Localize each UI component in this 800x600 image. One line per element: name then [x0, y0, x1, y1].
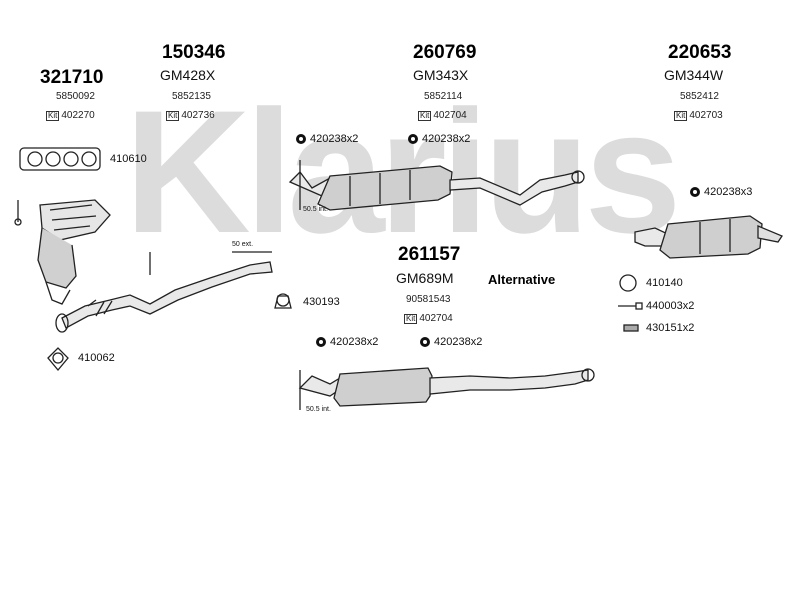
model-261157: GM689M [396, 270, 454, 286]
part-number-150346: 150346 [162, 42, 226, 63]
manifold-catalyst-drawing [14, 199, 111, 305]
oem-number-260769: 5852114 [424, 91, 463, 102]
front-pipe-drawing [55, 251, 273, 333]
accessory-420238-mid-left: 420238x2 [316, 336, 378, 348]
accessory-430151: 430151x2 [646, 322, 695, 334]
clamp-bullet-icon [296, 134, 306, 144]
oem-number-321710: 5850092 [56, 91, 95, 102]
centre-silencer-drawing [288, 160, 585, 211]
kit-icon: Kit [674, 110, 688, 121]
ring-drawing [619, 274, 637, 292]
part-number-261157: 261157 [398, 244, 461, 265]
manifold-gasket-drawing [19, 147, 101, 171]
model-220653: GM344W [664, 67, 724, 83]
accessory-420238-top-right: 420238x2 [408, 133, 470, 145]
note-50-5-int-top: 50.5 int. [303, 206, 328, 213]
flange-gasket-drawing [47, 347, 69, 372]
kit-icon: Kit [404, 313, 418, 324]
accessory-440003: 440003x2 [646, 300, 695, 312]
clamp-bullet-icon [420, 337, 430, 347]
accessory-420238-mid-right: 420238x2 [420, 336, 482, 348]
model-260769: GM343X [413, 67, 469, 83]
accessory-420238-top-left: 420238x2 [296, 133, 358, 145]
oem-number-150346: 5852135 [172, 91, 211, 102]
part-number-260769: 260769 [413, 42, 477, 63]
alternative-silencer-drawing [298, 367, 595, 410]
bolt-drawing [618, 302, 643, 310]
oem-number-261157: 90581543 [406, 294, 451, 305]
kit-icon: Kit [46, 110, 60, 121]
accessory-410140: 410140 [646, 277, 683, 289]
accessory-410610: 410610 [110, 153, 147, 165]
clamp-bullet-icon [316, 337, 326, 347]
hanger-drawing [274, 293, 292, 309]
accessory-410062: 410062 [78, 352, 115, 364]
alternative-label: Alternative [488, 272, 556, 287]
clamp-bullet-icon [690, 187, 700, 197]
part-number-321710: 321710 [40, 67, 104, 88]
clamp-drawing [623, 324, 639, 332]
part-number-220653: 220653 [668, 42, 732, 63]
note-50-ext: 50 ext. [232, 241, 254, 248]
note-50-5-int-bottom: 50.5 int. [306, 406, 331, 413]
model-150346: GM428X [160, 67, 216, 83]
rear-silencer-drawing [634, 215, 783, 259]
clamp-bullet-icon [408, 134, 418, 144]
kit-icon: Kit [166, 110, 180, 121]
kit-icon: Kit [418, 110, 432, 121]
accessory-420238-x3: 420238x3 [690, 186, 752, 198]
accessory-430193: 430193 [303, 296, 340, 308]
oem-number-220653: 5852412 [680, 91, 719, 102]
